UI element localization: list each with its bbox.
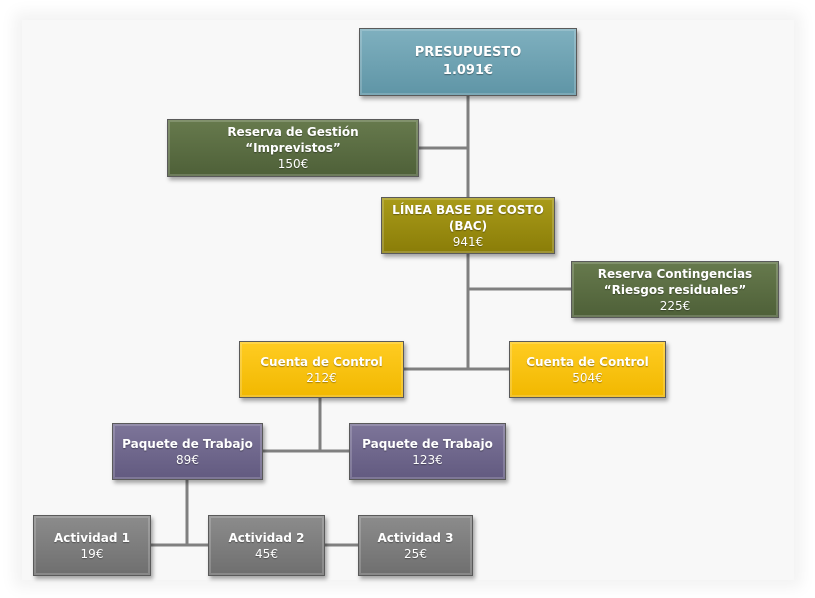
work-package-1-value: 89€ xyxy=(176,452,199,467)
activity-1-label: Actividad 1 xyxy=(54,530,130,545)
control-account-2-label: Cuenta de Control xyxy=(526,354,649,369)
activity-3-label: Actividad 3 xyxy=(377,530,454,545)
cost-baseline-label: LÍNEA BASE DE COSTO xyxy=(392,202,544,217)
activity-2-label: Actividad 2 xyxy=(228,530,305,545)
work-package-2-label: Paquete de Trabajo xyxy=(362,436,493,451)
activity-1-value: 19€ xyxy=(80,546,104,561)
activity-2-node: Actividad 2 45€ xyxy=(208,515,325,576)
work-package-2-value: 123€ xyxy=(412,452,443,467)
activity-2-value: 45€ xyxy=(255,546,278,561)
budget-node: PRESUPUESTO 1.091€ xyxy=(359,28,577,96)
budget-value: 1.091€ xyxy=(442,63,494,78)
activity-3-value: 25€ xyxy=(404,546,427,561)
contingency-reserve-value: 225€ xyxy=(659,298,691,313)
work-package-1-node: Paquete de Trabajo 89€ xyxy=(112,423,263,480)
contingency-reserve-sublabel: “Riesgos residuales” xyxy=(603,282,747,297)
work-package-1-label: Paquete de Trabajo xyxy=(122,436,253,451)
cost-baseline-sublabel: (BAC) xyxy=(448,218,488,233)
contingency-reserve-node: Reserva Contingencias “Riesgos residuale… xyxy=(571,261,779,318)
activity-3-node: Actividad 3 25€ xyxy=(358,515,473,576)
management-reserve-value: 150€ xyxy=(277,157,309,171)
contingency-reserve-label: Reserva Contingencias xyxy=(597,266,753,281)
control-account-1-node: Cuenta de Control 212€ xyxy=(239,341,404,398)
management-reserve-label: Reserva de Gestión xyxy=(227,125,359,139)
activity-1-node: Actividad 1 19€ xyxy=(33,515,151,576)
control-account-1-value: 212€ xyxy=(306,370,337,385)
cost-baseline-node: LÍNEA BASE DE COSTO (BAC) 941€ xyxy=(381,197,555,254)
work-package-2-node: Paquete de Trabajo 123€ xyxy=(349,423,506,480)
cost-baseline-value: 941€ xyxy=(452,234,484,249)
management-reserve-sublabel: “Imprevistos” xyxy=(245,141,341,155)
management-reserve-node: Reserva de Gestión “Imprevistos” 150€ xyxy=(167,119,419,177)
control-account-1-label: Cuenta de Control xyxy=(260,354,383,369)
control-account-2-node: Cuenta de Control 504€ xyxy=(509,341,666,398)
control-account-2-value: 504€ xyxy=(572,370,603,385)
budget-label: PRESUPUESTO xyxy=(414,45,522,60)
